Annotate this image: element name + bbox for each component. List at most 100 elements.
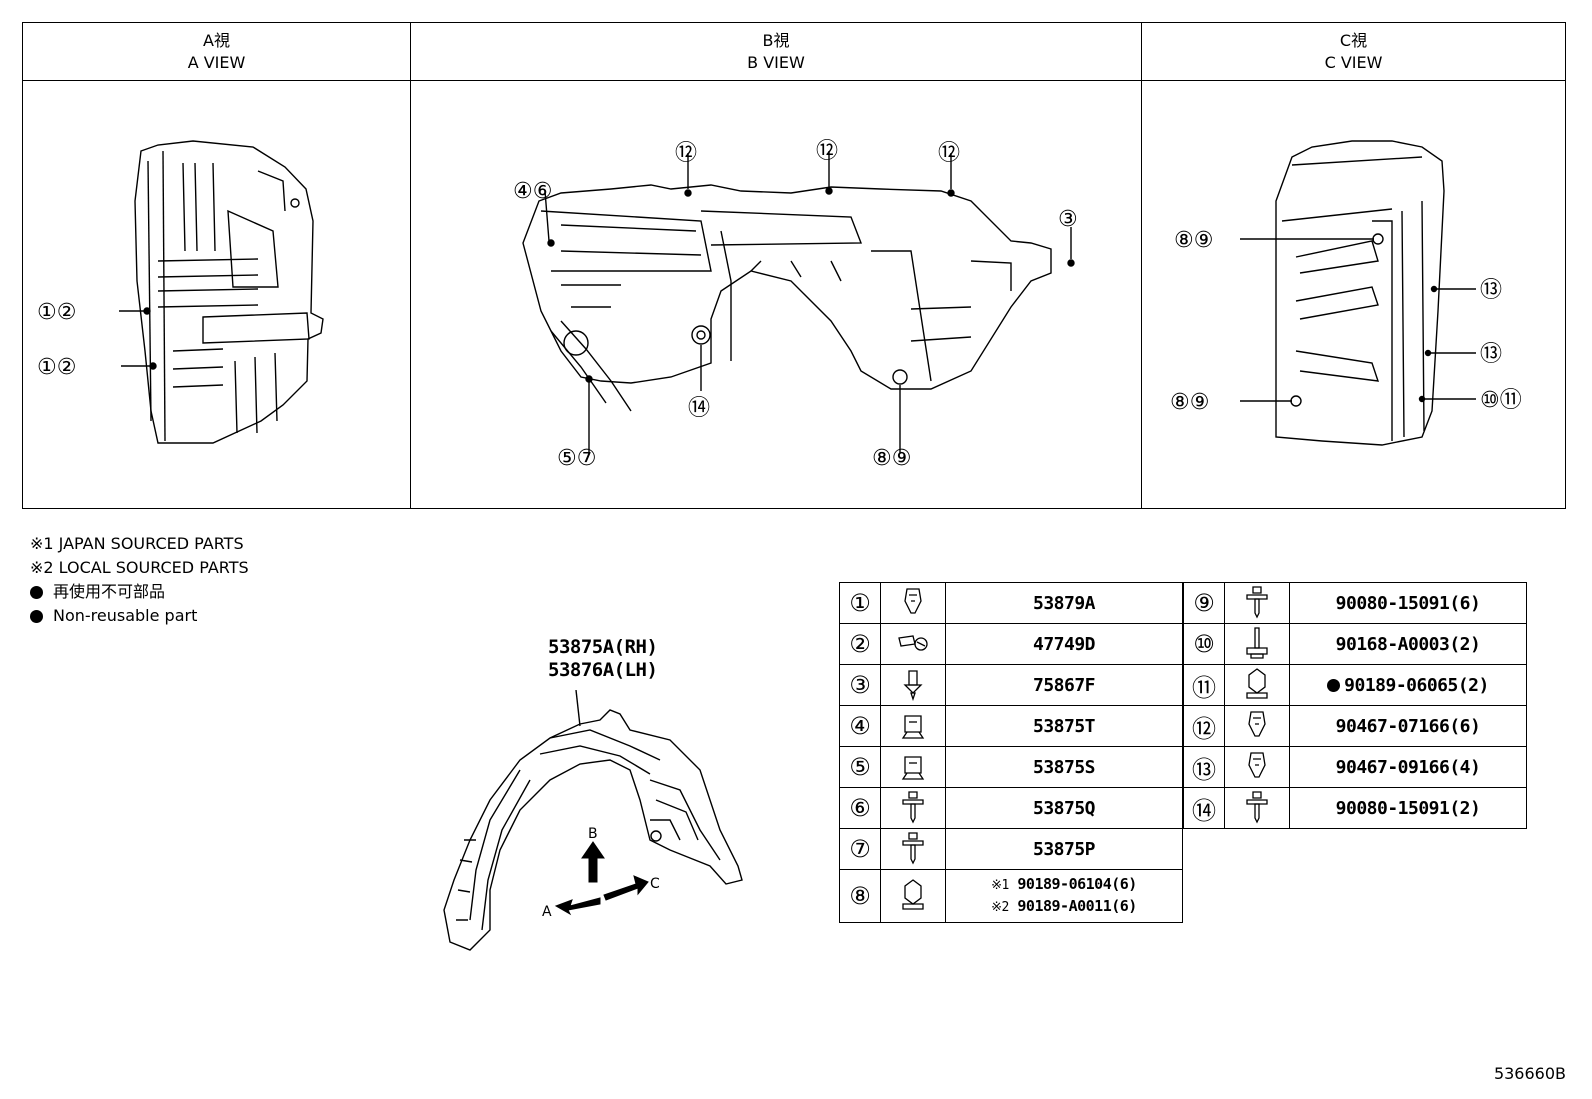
- bolt-icon: [1224, 623, 1290, 665]
- main-part-lh: 53876A(LH): [548, 659, 658, 681]
- part-number: 90467-07166(6): [1289, 705, 1527, 747]
- parts-table-row: ⑭ 90080-15091(2): [1183, 787, 1527, 829]
- nonreusable-dot-icon: [1327, 678, 1341, 692]
- view-b-callout-4-6: ④⑥: [513, 179, 552, 204]
- part-index-number: ⑪: [1183, 664, 1225, 706]
- view-a-drawing: ①② ①②: [23, 81, 410, 508]
- view-a-liner-drawing: ①② ①②: [37, 140, 324, 444]
- clip-icon: [1224, 705, 1290, 747]
- main-part-label: 53875A(RH) 53876A(LH): [548, 636, 658, 682]
- screw-icon: [1224, 582, 1290, 624]
- view-b-panel: B視 B VIEW: [410, 23, 1141, 508]
- part-index-number: ④: [839, 705, 881, 747]
- part-number: 47749D: [945, 623, 1183, 665]
- parts-table-row: ① 53879A: [839, 582, 1183, 624]
- screw-icon: [880, 787, 946, 829]
- part-number-text: 90189-06065(2): [1344, 674, 1489, 696]
- note-local-sourced: ※2 LOCAL SOURCED PARTS: [30, 558, 249, 577]
- part-index-number: ⑬: [1183, 746, 1225, 788]
- view-c-panel: C視 C VIEW: [1141, 23, 1565, 508]
- document-number: 536660B: [1493, 1064, 1566, 1083]
- push-rivet-icon: [880, 664, 946, 706]
- part-number-text: 47749D: [1032, 633, 1096, 655]
- nut-clip-icon: [880, 705, 946, 747]
- view-a-callout-12-bottom: ①②: [37, 355, 76, 380]
- view-b-title-en: B VIEW: [747, 53, 805, 72]
- notes-legend: ※1 JAPAN SOURCED PARTS ※2 LOCAL SOURCED …: [30, 532, 249, 628]
- view-c-callout-13-bottom: ⑬: [1480, 342, 1502, 367]
- part-index-number: ⑨: [1183, 582, 1225, 624]
- note-nonreusable-en-text: Non-reusable part: [53, 606, 198, 625]
- part-number-text: 75867F: [1032, 674, 1096, 696]
- view-b-callout-12-right: ⑫: [938, 141, 960, 166]
- part-index-number: ⑤: [839, 746, 881, 788]
- arrow-c-icon: [603, 875, 649, 901]
- part-index-number: ①: [839, 582, 881, 624]
- part-number-text: 53875T: [1032, 715, 1096, 737]
- part-number-text: 90080-15091(6): [1335, 592, 1481, 614]
- part-index-number: ③: [839, 664, 881, 706]
- note-nonreusable-jp: 再使用不可部品: [30, 580, 249, 604]
- part-index-number: ⑧: [839, 869, 881, 923]
- part-number-text: 90467-07166(6): [1335, 715, 1481, 737]
- note-nonreusable-en: Non-reusable part: [30, 604, 249, 628]
- nut-icon: [880, 869, 946, 923]
- nonreusable-dot-icon: [30, 585, 43, 599]
- nut-icon: [1224, 664, 1290, 706]
- parts-table-row: ⑪ 90189-06065(2): [1183, 664, 1527, 706]
- part-index-number: ⑥: [839, 787, 881, 829]
- part-number-text: 90467-09166(4): [1335, 756, 1481, 778]
- part-number: 75867F: [945, 664, 1183, 706]
- part-number-regional: ※1 90189-06104(6) ※2 90189-A0011(6): [945, 869, 1183, 923]
- part-index-number: ②: [839, 623, 881, 665]
- part-number: 90189-06065(2): [1289, 664, 1527, 706]
- view-a-header: A視 A VIEW: [23, 23, 410, 81]
- view-c-callout-13-top: ⑬: [1480, 278, 1502, 303]
- part-number-local-text: 90189-A0011(6): [1017, 897, 1137, 915]
- parts-table-row: ⑥ 53875Q: [839, 787, 1183, 829]
- part-number-text: 90168-A0003(2): [1335, 633, 1481, 655]
- part-number: 90467-09166(4): [1289, 746, 1527, 788]
- part-index-number: ⑭: [1183, 787, 1225, 829]
- parts-table-row: ⑨ 90080-15091(6): [1183, 582, 1527, 624]
- nut-clip-icon: [880, 746, 946, 788]
- view-c-callout-8-9-top: ⑧⑨: [1174, 228, 1213, 253]
- fender-liner-drawing: B C A: [443, 690, 743, 951]
- japan-mark: ※1: [991, 878, 1009, 893]
- view-b-callout-14: ⑭: [688, 396, 710, 421]
- view-c-drawing: ⑧⑨ ⑧⑨ ⑬ ⑬ ⑩⑪: [1142, 81, 1565, 508]
- view-c-title-en: C VIEW: [1324, 53, 1383, 72]
- parts-table-row: ⑧ ※1 90189-06104(6) ※2 90189-A0011(6): [839, 869, 1183, 923]
- view-a-title-en: A VIEW: [187, 53, 246, 72]
- view-a-callout-12-top: ①②: [37, 300, 76, 325]
- clamp-icon: [880, 623, 946, 665]
- note-nonreusable-jp-text: 再使用不可部品: [53, 582, 166, 601]
- parts-table-row: ③ 75867F: [839, 664, 1183, 706]
- nonreusable-dot-icon: [30, 609, 43, 623]
- view-b-liner-drawing: ④⑥ ⑫ ⑫ ⑫ ③ ⑭ ⑤⑦ ⑧⑨: [513, 139, 1078, 471]
- part-number: 53879A: [945, 582, 1183, 624]
- view-b-drawing: ④⑥ ⑫ ⑫ ⑫ ③ ⑭ ⑤⑦ ⑧⑨: [411, 81, 1141, 508]
- parts-table-row: ⑬ 90467-09166(4): [1183, 746, 1527, 788]
- parts-table-row: ⑫ 90467-07166(6): [1183, 705, 1527, 747]
- local-mark: ※2: [991, 900, 1009, 915]
- view-b-callout-8-9: ⑧⑨: [872, 446, 911, 471]
- arrow-b-icon: [581, 841, 605, 883]
- part-number-text: 53879A: [1032, 592, 1096, 614]
- part-number-text: 90080-15091(2): [1335, 797, 1481, 819]
- view-c-header: C視 C VIEW: [1142, 23, 1565, 81]
- part-index-number: ⑦: [839, 828, 881, 870]
- part-number-text: 53875Q: [1032, 797, 1096, 819]
- view-b-callout-12-mid: ⑫: [816, 139, 838, 164]
- part-number: 90168-A0003(2): [1289, 623, 1527, 665]
- view-b-header: B視 B VIEW: [411, 23, 1141, 81]
- part-number: 53875T: [945, 705, 1183, 747]
- clip-icon: [1224, 746, 1290, 788]
- view-b-title-jp: B視: [762, 31, 790, 50]
- part-index-number: ⑫: [1183, 705, 1225, 747]
- view-c-liner-drawing: ⑧⑨ ⑧⑨ ⑬ ⑬ ⑩⑪: [1170, 140, 1522, 446]
